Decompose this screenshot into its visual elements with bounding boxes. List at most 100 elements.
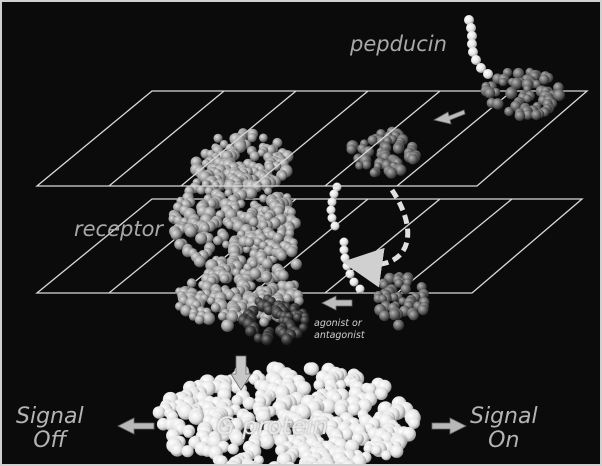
atom-sphere (539, 74, 550, 85)
atom-sphere (259, 434, 275, 450)
atom-sphere (322, 460, 335, 464)
atom-sphere (259, 133, 268, 143)
atom-sphere (260, 272, 272, 283)
atom-sphere (476, 63, 486, 73)
atom-sphere (296, 381, 312, 396)
atom-sphere (340, 253, 350, 263)
atom-sphere (498, 77, 508, 87)
atom-sphere (341, 460, 356, 464)
ligand-molecule (237, 294, 310, 346)
atom-sphere (282, 293, 292, 303)
atom-sphere (245, 187, 258, 200)
atom-sphere (217, 311, 228, 321)
atom-sphere (225, 220, 235, 230)
atom-sphere (393, 319, 405, 331)
atom-sphere (355, 284, 365, 294)
atom-sphere (371, 444, 382, 456)
atom-sphere (286, 207, 296, 217)
atom-sphere (339, 237, 349, 247)
atom-sphere (351, 454, 367, 464)
atom-sphere (483, 69, 493, 79)
atom-sphere (249, 268, 261, 280)
atom-sphere (219, 273, 230, 284)
atom-sphere (231, 394, 243, 407)
atom-sphere (170, 228, 182, 241)
atom-sphere (374, 386, 388, 401)
atom-sphere (388, 308, 401, 321)
atom-sphere (248, 217, 259, 227)
atom-sphere (347, 402, 361, 416)
atom-sphere (186, 278, 197, 288)
atom-sphere (278, 270, 289, 282)
atom-sphere (330, 221, 340, 231)
atom-sphere (245, 325, 257, 337)
atom-sphere (213, 235, 223, 246)
membrane-line (396, 198, 513, 294)
atom-sphere (221, 319, 234, 332)
agonist-label-line2: antagonist (314, 330, 365, 341)
atom-sphere (349, 277, 359, 287)
atom-sphere (466, 23, 476, 33)
g-protein-label: G protein (216, 412, 329, 440)
atom-sphere (393, 143, 404, 154)
atom-sphere (247, 132, 257, 143)
atom-sphere (504, 106, 514, 117)
atom-sphere (408, 310, 419, 321)
membrane-line (252, 90, 369, 187)
membrane-line (180, 90, 297, 187)
atom-sphere (200, 223, 210, 233)
atom-sphere (394, 278, 404, 288)
atom-sphere (290, 258, 302, 270)
signal-off-line2: Off (33, 428, 67, 453)
atom-sphere (259, 317, 269, 327)
atom-sphere (281, 333, 293, 346)
atom-sphere (389, 293, 399, 302)
atom-sphere (277, 171, 288, 181)
atom-sphere (492, 98, 504, 110)
atom-sphere (400, 283, 411, 295)
atom-sphere (363, 443, 374, 454)
atom-sphere (184, 225, 197, 238)
signal-on-line2: On (488, 428, 520, 453)
atom-sphere (194, 314, 205, 325)
atom-sphere (357, 398, 372, 414)
atom-sphere (227, 443, 239, 455)
atom-sphere (467, 39, 477, 49)
atom-sphere (293, 312, 302, 322)
atom-sphere (249, 151, 260, 162)
atom-sphere (407, 154, 419, 165)
atom-sphere (514, 110, 526, 122)
atom-sphere (195, 232, 208, 245)
atom-sphere (248, 259, 258, 269)
atom-sphere (505, 87, 517, 100)
atom-sphere (171, 444, 184, 456)
atom-sphere (255, 408, 271, 425)
membrane-plane-upper (35, 90, 589, 187)
atom-sphere (257, 148, 266, 157)
signal-on-line1: Signal (470, 404, 538, 429)
atom-sphere (244, 237, 255, 248)
atom-sphere (332, 182, 342, 192)
atom-sphere (152, 406, 166, 419)
atom-sphere (285, 461, 295, 464)
atom-sphere (369, 168, 379, 178)
atom-sphere (531, 109, 542, 120)
atom-sphere (263, 305, 274, 316)
atom-sphere (510, 77, 523, 90)
signal-on-label: Signal On (470, 405, 538, 453)
atom-sphere (342, 261, 352, 271)
receptor-molecule (168, 126, 430, 332)
atom-sphere (242, 396, 256, 410)
atom-sphere (202, 312, 216, 325)
atom-sphere (321, 463, 329, 464)
atom-sphere (327, 197, 337, 207)
atom-sphere (253, 333, 264, 343)
atom-sphere (333, 462, 342, 464)
atom-sphere (378, 294, 387, 304)
atom-sphere (512, 67, 525, 80)
pepducin-approach-arrow (432, 109, 466, 125)
pepducin-molecule (464, 15, 565, 122)
atom-sphere (193, 255, 206, 268)
atom-sphere (264, 187, 273, 196)
